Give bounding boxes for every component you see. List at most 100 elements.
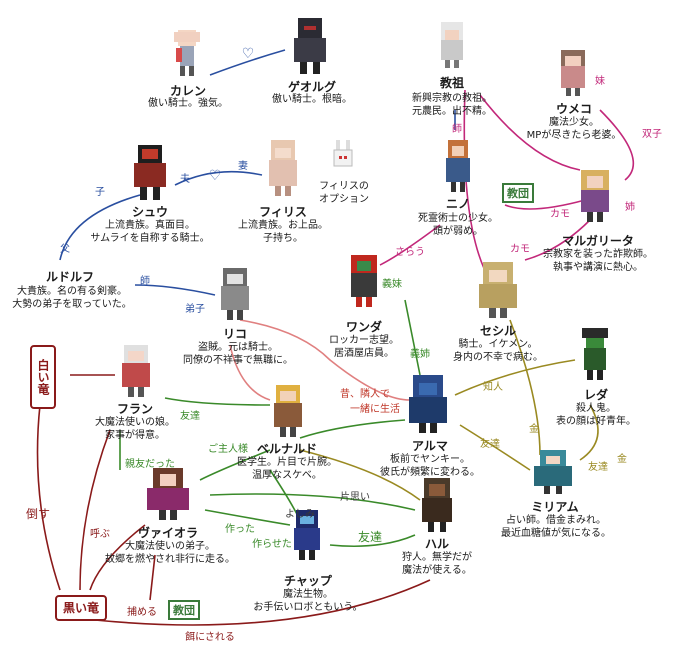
desc-cecil-2: 身内の不幸で病む。: [453, 352, 543, 363]
rel-love-karen-georg: ♡: [241, 46, 255, 62]
desc-miriam-2: 最近血糖値が気になる。: [501, 528, 611, 539]
line-viola-black: [89, 524, 146, 591]
desc-wanda-2: 居酒屋店員。: [334, 348, 394, 359]
white-dragon-box: 白い竜: [30, 345, 56, 409]
black-dragon-box: 黒い竜: [55, 595, 107, 621]
desc-alma-2: 彼氏が頻繁に変わる。: [380, 467, 480, 478]
desc-margarita-2: 執事や講演に熱心。: [553, 262, 643, 273]
rel-tsuma: 妻: [238, 161, 248, 172]
desc-option-1: フィリスの: [319, 181, 369, 192]
rel-yuutatsu: 友達: [180, 411, 200, 422]
name-viola: ヴァイオラ: [137, 526, 199, 540]
line-bernard-viola: [199, 449, 271, 481]
rel-love-shuu-firis: ♡: [208, 168, 222, 184]
desc-nino-2: 頭が弱め。: [433, 226, 483, 237]
desc-leda-1: 殺人鬼。: [576, 403, 616, 414]
line-bernard-hal: [299, 449, 421, 501]
name-cecil: セシル: [479, 324, 517, 338]
rel-otto: 夫: [180, 174, 190, 185]
line-kyouso-umeko: [479, 94, 581, 171]
name-kyouso: 教祖: [439, 76, 465, 90]
rel-tomo2: 友達: [588, 462, 608, 473]
desc-wanda-1: ロッカー志望。: [329, 335, 399, 346]
line-alma-miriam: [459, 424, 531, 471]
desc-kyouso-1: 新興宗教の教祖。: [412, 93, 492, 104]
hal-sprite: [418, 478, 456, 532]
rel-tsukutta: 作った: [225, 524, 255, 535]
line-alma-bernard: [299, 419, 406, 439]
desc-karen: 傲い騎士。強気。: [148, 98, 228, 109]
rel-shiri: 知人: [483, 382, 503, 393]
line-leda-miriam: [579, 404, 599, 461]
line-riko-alma: [239, 319, 411, 401]
rel-tomo: 友達: [480, 439, 500, 450]
line-shuu-rudolf: [59, 194, 141, 261]
rel-taosu: 倒す: [25, 507, 51, 521]
desc-bernard-2: 温厚なスケベ。: [252, 470, 322, 481]
rel-chi: 父: [60, 244, 70, 255]
rel-kin2: 金: [617, 454, 627, 465]
desc-firis-1: 上流貴族。お上品。: [238, 220, 328, 231]
name-rudolf: ルドルフ: [45, 270, 95, 284]
name-margarita: マルガリータ: [562, 234, 634, 248]
line-riko-rudolf: [134, 284, 216, 296]
desc-hal-2: 魔法が使える。: [402, 565, 472, 576]
name-bernard: ベルナルド: [256, 442, 318, 456]
rel-kamo-2: カモ: [510, 244, 530, 255]
line-margarita-nino: [504, 199, 586, 210]
bernard-sprite: [268, 385, 308, 437]
cult-tag-viola: 教団: [168, 600, 200, 620]
kyouso-sprite: [435, 22, 469, 68]
name-fran: フラン: [116, 402, 154, 416]
desc-viola-2: 故郷を燃やされ非行に走る。: [105, 554, 235, 565]
desc-leda-2: 表の顔は好青年。: [556, 416, 636, 427]
rel-shinyuu: 親友だった: [125, 459, 175, 470]
desc-firis-2: 子持ち。: [263, 233, 303, 244]
desc-fran-2: 家事が得意。: [105, 430, 165, 441]
line-viola-cult: [149, 554, 156, 601]
name-georg: ゲオルグ: [287, 80, 337, 94]
name-hal: ハル: [424, 537, 450, 551]
chap-sprite: [290, 510, 324, 560]
georg-sprite: [290, 18, 330, 74]
rel-gimai: 義妹: [382, 279, 402, 290]
desc-umeko-2: MPが尽きたら老婆。: [526, 130, 622, 141]
firis-sprite: [265, 140, 301, 196]
rel-sarau: さらう: [395, 247, 425, 258]
desc-chap-2: お手伝いロボともいう。: [253, 602, 363, 613]
line-margarita-cecil: [524, 219, 591, 261]
rel-futago: 双子: [642, 129, 662, 140]
umeko-sprite: [555, 50, 591, 96]
option-sprite: [330, 140, 356, 174]
rel-kin: 金: [529, 424, 539, 435]
viola-sprite: [143, 468, 193, 520]
rel-shi2: 師: [140, 276, 150, 287]
line-riko-bernard: [229, 344, 271, 401]
rel-tsukuraseta: 作らせた: [252, 539, 292, 550]
line-viola-chap: [204, 509, 291, 526]
miriam-sprite: [530, 450, 576, 494]
rel-goshujin: ご主人様: [208, 444, 248, 455]
name-firis: フィリス: [259, 205, 307, 219]
rel-kataomoi: 片思い: [340, 492, 370, 503]
rel-kamo-1: カモ: [550, 209, 570, 220]
desc-kyouso-2: 元農民。出不精。: [412, 106, 492, 117]
line-cecil-miriam: [509, 319, 541, 456]
desc-viola-1: 大魔法使いの弟子。: [125, 541, 215, 552]
line-karen-georg: [209, 49, 286, 76]
name-nino: ニノ: [445, 197, 471, 211]
line-alma-leda: [454, 359, 576, 396]
rel-mukashi: 昔、隣人で: [340, 389, 390, 400]
rel-shi: 師: [452, 124, 462, 135]
desc-miriam-1: 占い師。借金まみれ。: [505, 515, 607, 526]
desc-georg: 傲い騎士。根暗。: [272, 94, 352, 105]
name-leda: レダ: [583, 388, 609, 402]
desc-nino-1: 死霊術士の少女。: [418, 213, 498, 224]
desc-rudolf-2: 大勢の弟子を取っていた。: [12, 299, 132, 310]
rel-mise: 餌にされる: [185, 632, 235, 643]
name-umeko: ウメコ: [555, 102, 593, 116]
rel-tsukamaeru: 捕める: [127, 607, 157, 618]
desc-riko-1: 盗賊。元は騎士。: [198, 342, 278, 353]
desc-option-2: オプション: [319, 194, 369, 205]
